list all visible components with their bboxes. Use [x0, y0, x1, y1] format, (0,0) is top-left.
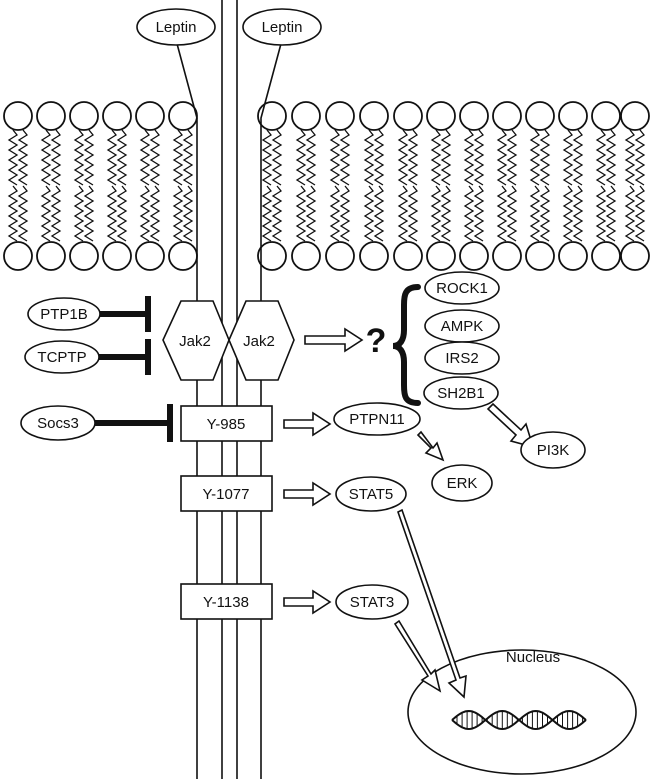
leptin-label-right: Leptin [262, 19, 303, 36]
y1077-label: Y-1077 [203, 486, 250, 503]
stat5-label: STAT5 [349, 486, 393, 503]
lipid-head-inner [492, 241, 522, 271]
phosphosite-y1077: Y-1077 [180, 475, 273, 512]
lipid-head-inner [459, 241, 489, 271]
lipid-head-inner [135, 241, 165, 271]
y1138-label: Y-1138 [203, 594, 249, 611]
lipid-head-outer [325, 101, 355, 131]
lipid-head-outer [69, 101, 99, 131]
phosphosite-y1138: Y-1138 [180, 583, 273, 620]
lipid-head-outer [459, 101, 489, 131]
dna-helix-icon [451, 709, 587, 731]
nucleus-label: Nucleus [506, 649, 560, 666]
lipid-head-inner [168, 241, 198, 271]
stat3-to-nucleus-arrow [393, 619, 442, 693]
lipid-head-outer [291, 101, 321, 131]
irs2-effector: IRS2 [424, 341, 500, 375]
lipid-head-outer [558, 101, 588, 131]
lipid-head-inner [525, 241, 555, 271]
lipid-head-inner [325, 241, 355, 271]
jak2-label-right: Jak2 [243, 333, 275, 350]
ptpn11-label: PTPN11 [349, 411, 405, 428]
rock1-label: ROCK1 [436, 280, 488, 297]
sh2b1-effector: SH2B1 [423, 376, 499, 410]
y985-to-ptpn11-arrow [283, 411, 332, 437]
lipid-head-inner [102, 241, 132, 271]
lipid-head-outer [620, 101, 650, 131]
lipid-head-outer [3, 101, 33, 131]
y1077-to-stat5-arrow [283, 481, 332, 507]
lipid-head-outer [102, 101, 132, 131]
lipid-head-outer [36, 101, 66, 131]
ampk-effector: AMPK [424, 309, 500, 343]
phosphosite-y985: Y-985 [180, 405, 273, 442]
jak2-to-unknown-arrow [304, 327, 364, 353]
jak2-label-left: Jak2 [179, 333, 211, 350]
jak2-kinase-left: Jak2 [162, 300, 230, 381]
stat5-to-nucleus-arrow [397, 508, 467, 699]
erk-node: ERK [431, 464, 493, 502]
lipid-head-outer [393, 101, 423, 131]
lipid-head-inner [558, 241, 588, 271]
lipid-head-outer [591, 101, 621, 131]
lipid-head-outer [135, 101, 165, 131]
effector-brace [392, 284, 421, 406]
ptp1b-inhibitor: PTP1B [27, 296, 151, 332]
leptin-ligand-left: Leptin [136, 8, 216, 46]
leptin-receptor [175, 0, 283, 779]
ptpn11-node: PTPN11 [333, 402, 421, 436]
socs3-label: Socs3 [37, 415, 79, 432]
tcptp-label: TCPTP [37, 349, 86, 366]
lipid-head-inner [591, 241, 621, 271]
y985-label: Y-985 [207, 416, 246, 433]
lipid-head-outer [426, 101, 456, 131]
tcptp-inhibitor: TCPTP [24, 339, 151, 375]
y1138-to-stat3-arrow [283, 589, 332, 615]
pi3k-node: PI3K [520, 431, 586, 469]
lipid-head-inner [257, 241, 287, 271]
leptin-ligand-right: Leptin [242, 8, 322, 46]
lipid-head-outer [492, 101, 522, 131]
ptpn11-to-erk-arrow [416, 430, 445, 462]
lipid-head-inner [393, 241, 423, 271]
jak2-kinase-right: Jak2 [228, 300, 295, 381]
lipid-head-inner [359, 241, 389, 271]
unknown-mechanism-mark: ? [366, 322, 387, 360]
ptp1b-label: PTP1B [40, 306, 88, 323]
leptin-label-left: Leptin [156, 19, 197, 36]
erk-label: ERK [447, 475, 478, 492]
stat3-node: STAT3 [335, 584, 409, 620]
ampk-label: AMPK [441, 318, 484, 335]
lipid-head-inner [620, 241, 650, 271]
cell-membrane [3, 101, 650, 271]
pi3k-label: PI3K [537, 442, 570, 459]
lipid-head-inner [291, 241, 321, 271]
lipid-head-inner [3, 241, 33, 271]
lipid-head-outer [257, 101, 287, 131]
lipid-head-inner [69, 241, 99, 271]
lipid-head-inner [426, 241, 456, 271]
lipid-head-inner [36, 241, 66, 271]
nucleus: Nucleus [407, 649, 637, 775]
socs3-inhibitor: Socs3 [20, 404, 173, 442]
stat5-node: STAT5 [335, 476, 407, 512]
irs2-label: IRS2 [445, 350, 478, 367]
lipid-head-outer [359, 101, 389, 131]
lipid-head-outer [168, 101, 198, 131]
rock1-effector: ROCK1 [424, 271, 500, 305]
lipid-head-outer [525, 101, 555, 131]
sh2b1-label: SH2B1 [437, 385, 485, 402]
stat3-label: STAT3 [350, 594, 394, 611]
